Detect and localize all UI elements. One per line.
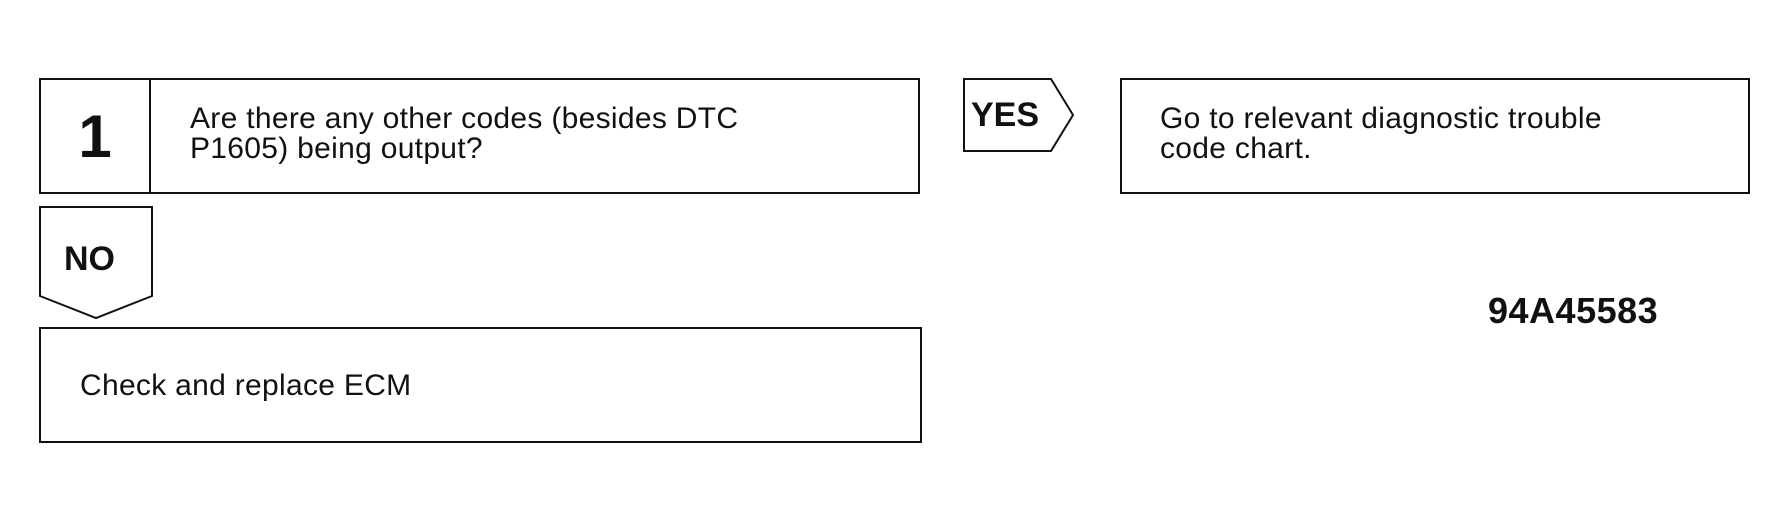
figure-id: 94A45583 bbox=[1488, 290, 1659, 331]
step-1-divider bbox=[149, 78, 151, 194]
step-1-question: Are there any other codes (besides DTC P… bbox=[190, 102, 739, 165]
yes-arrow-tag bbox=[963, 78, 1075, 152]
no-label: NO bbox=[64, 240, 115, 278]
step-1-box bbox=[39, 78, 920, 194]
no-action-text: Check and replace ECM bbox=[80, 369, 412, 402]
yes-action-box bbox=[1120, 78, 1750, 194]
yes-action-text: Go to relevant diagnostic trouble code c… bbox=[1160, 102, 1602, 165]
yes-label: YES bbox=[971, 96, 1040, 134]
no-action-box bbox=[39, 327, 922, 443]
step-number: 1 bbox=[78, 103, 112, 170]
no-arrow-tag bbox=[39, 206, 153, 320]
